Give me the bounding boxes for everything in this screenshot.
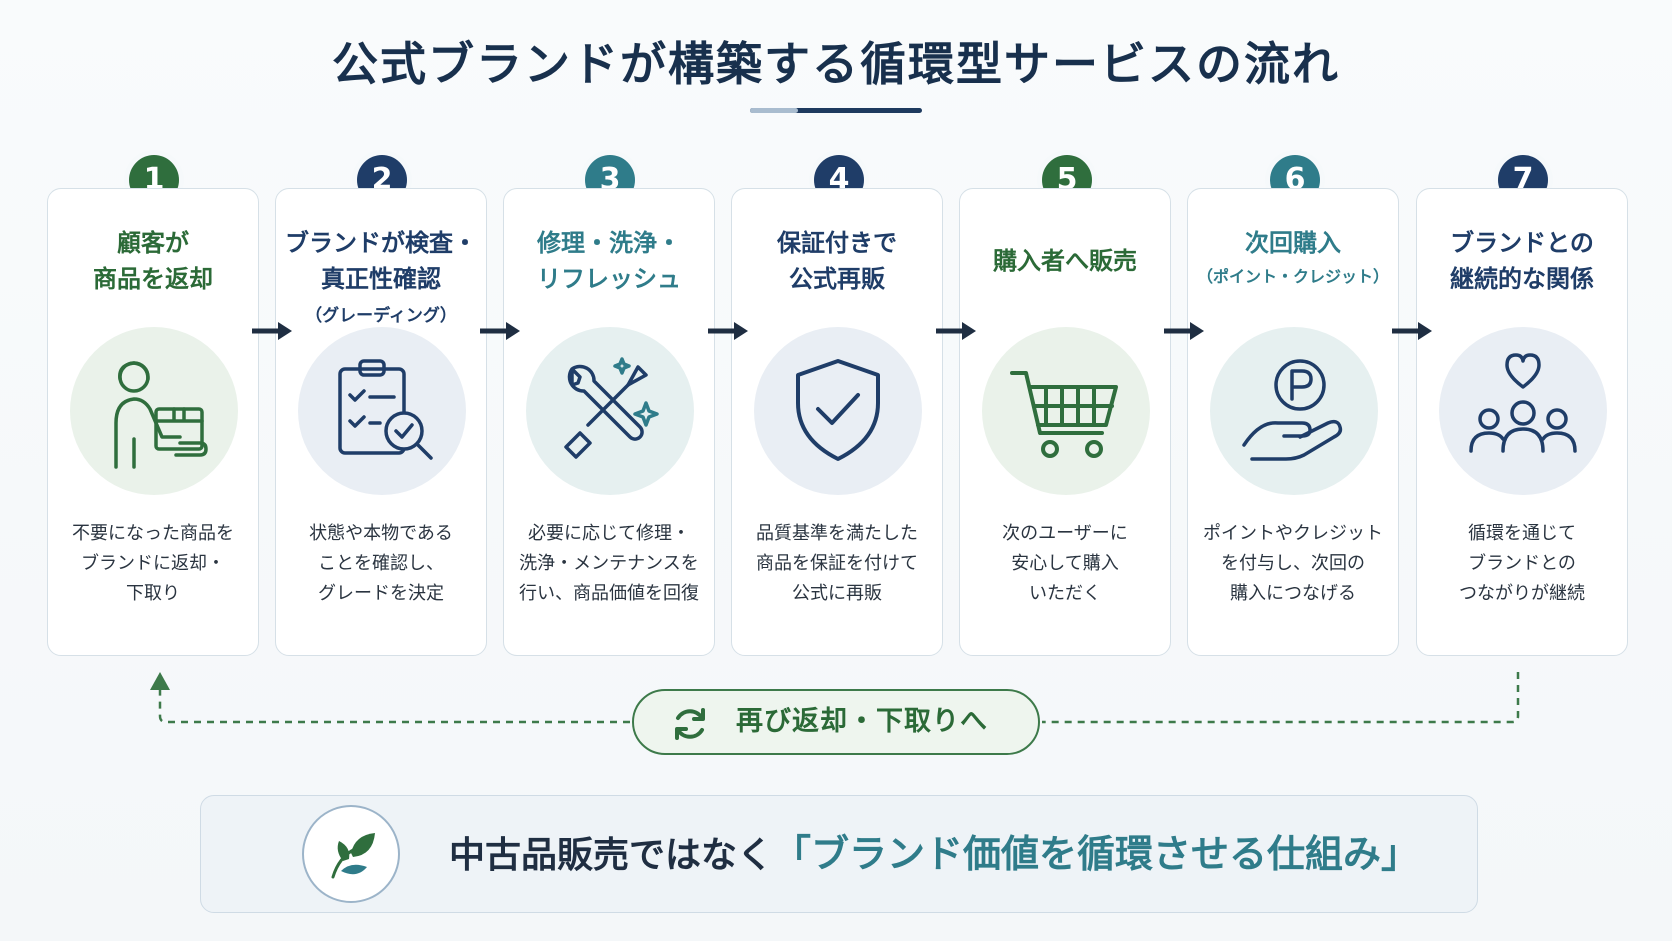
heart-people-icon [1469,353,1577,453]
step-icon-circle [1210,327,1378,495]
step-subtitle: （グレーディング） [305,306,457,326]
arrow-right-icon [1392,322,1432,340]
step-icon-circle [1439,327,1607,495]
step-title: 顧客が 商品を返却 [93,229,213,293]
page-title: 公式ブランドが構築する循環型サービスの流れ [332,37,1340,91]
leaf-icon-circle [302,805,400,903]
step-card-7: ブランドとの 継続的な関係 循環を通じて ブランドとの つながりが継続 [1416,188,1628,656]
step-card-5: 購入者へ販売 次のユーザーに 安心して購入 いただく [959,188,1171,656]
summary-prefix: 中古品販売ではなく [449,835,774,876]
loop-back-button: 再び返却・下取りへ [632,689,1040,755]
arrow-right-icon [252,322,292,340]
step-desc: 循環を通じて ブランドとの つながりが継続 [1459,523,1585,604]
step-desc: 不要になった商品を ブランドに返却・ 下取り [72,523,234,604]
shopping-cart-icon [1010,371,1118,458]
clipboard-search-icon [338,359,433,460]
step-icon-circle [70,327,238,495]
step-desc: ポイントやクレジット を付与し、次回の 購入につなげる [1203,523,1383,604]
refresh-icon [675,708,705,740]
title-underline [750,108,922,113]
summary-highlight: 「ブランド価値を循環させる仕組み」 [773,832,1420,876]
step-desc: 状態や本物である ことを確認し、 グレードを決定 [309,523,453,604]
arrow-right-icon [936,322,976,340]
leaf-icon [331,833,375,879]
step-card-2: ブランドが検査・ 真正性確認 （グレーディング） 状態や本物である ことを確認し… [275,188,487,656]
step-title: ブランドが検査・ 真正性確認 [285,229,477,293]
step-title: ブランドとの 継続的な関係 [1450,229,1594,293]
tools-sparkle-icon [564,357,659,459]
step-desc: 次のユーザーに 安心して購入 いただく [1002,523,1128,604]
step-card-3: 修理・洗浄・ リフレッシュ 必要に応じて修理・ 洗浄・メンテナンスを 行い、商品… [503,188,715,656]
step-card-1: 顧客が 商品を返却 不要になった商品を ブランドに返却・ 下取り [47,188,259,656]
step-icon-circle [982,327,1150,495]
summary-banner: 中古品販売ではなく「ブランド価値を循環させる仕組み」 [200,795,1478,913]
step-title: 次回購入 [1245,229,1341,257]
summary-text: 中古品販売ではなく「ブランド価値を循環させる仕組み」 [449,796,1419,914]
step-desc: 品質基準を満たした 商品を保証を付けて 公式に再販 [756,523,918,604]
arrow-right-icon [1164,322,1204,340]
hand-point-coin-icon [1242,359,1343,461]
step-card-6: 次回購入 （ポイント・クレジット） ポイントやクレジット を付与し、次回の 購入… [1187,188,1399,656]
arrow-right-icon [708,322,748,340]
step-subtitle: （ポイント・クレジット） [1196,267,1389,286]
step-icon-circle [526,327,694,495]
step-title: 購入者へ販売 [993,247,1137,275]
shield-check-icon [796,359,880,461]
person-with-box-icon [114,361,208,469]
step-card-4: 保証付きで 公式再販 品質基準を満たした 商品を保証を付けて 公式に再販 [731,188,943,656]
step-desc: 必要に応じて修理・ 洗浄・メンテナンスを 行い、商品価値を回復 [519,523,699,604]
step-title: 保証付きで 公式再販 [777,229,897,293]
step-icon-circle [754,327,922,495]
step-icon-circle [298,327,466,495]
arrow-right-icon [480,322,520,340]
loop-label: 再び返却・下取りへ [736,706,988,737]
step-title: 修理・洗浄・ リフレッシュ [537,229,681,293]
